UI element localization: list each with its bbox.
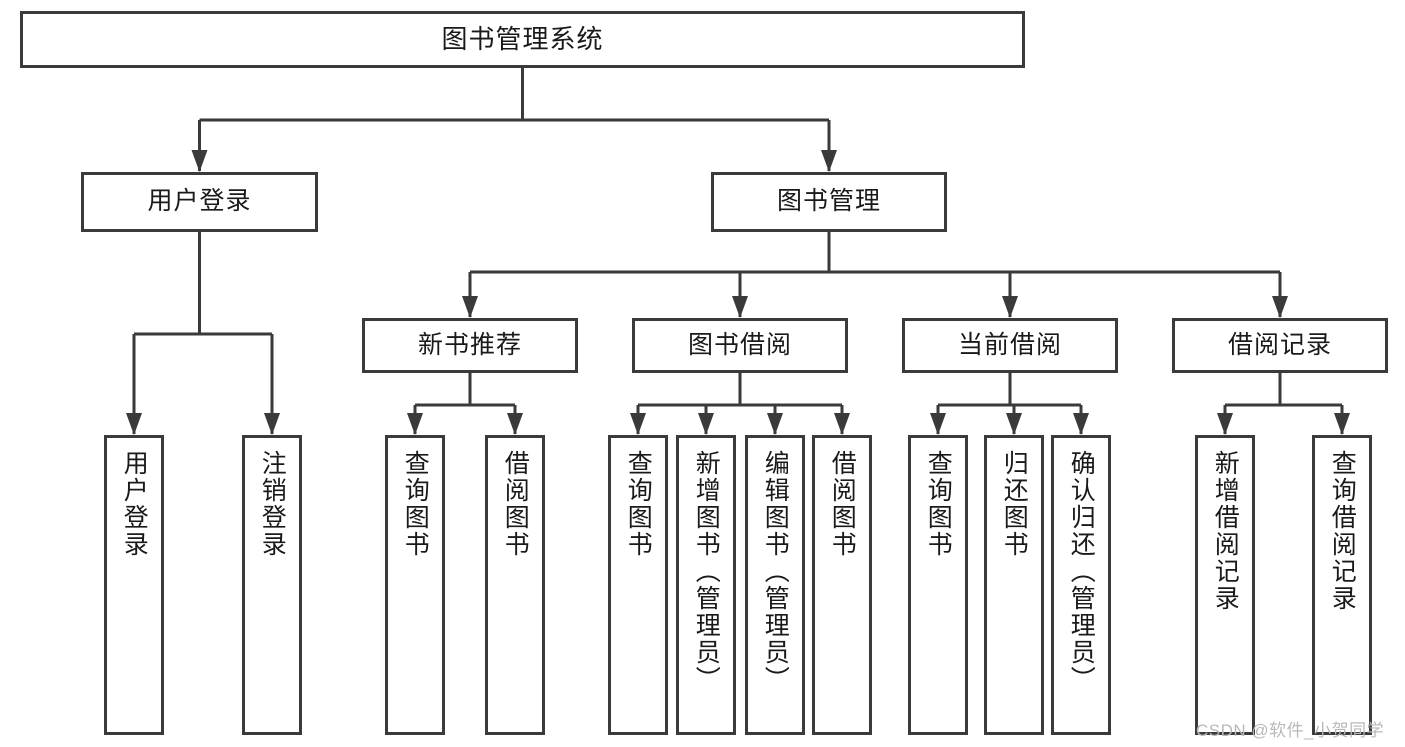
arrowhead-book-borrow [732,296,748,318]
node-leaf-add-record[interactable]: 新增借阅记录 [1195,435,1255,735]
node-leaf-add-book[interactable]: 新增图书（管理员） [676,435,736,735]
node-leaf-return-book[interactable]: 归还图书 [984,435,1044,735]
node-label: 图书管理系统 [441,24,604,55]
arrowhead-leaf-edit-book [767,413,783,435]
watermark-label: CSDN @软件_小贺同学 [1196,721,1385,740]
node-leaf-query-book-2[interactable]: 查询图书 [608,435,668,735]
node-label: 当前借阅 [957,330,1062,359]
arrowhead-leaf-add-record [1217,413,1233,435]
node-new-book-rec[interactable]: 新书推荐 [362,318,578,373]
node-label: 查询图书 [401,450,430,558]
node-label: 归还图书 [1000,450,1029,558]
node-label: 新增图书（管理员） [692,450,721,693]
node-book-borrow[interactable]: 图书借阅 [632,318,848,373]
node-label: 注销登录 [258,450,287,558]
node-label: 借阅图书 [501,450,530,558]
arrowhead-leaf-borrow-book-2 [834,413,850,435]
arrowhead-leaf-confirm-return [1073,413,1089,435]
edge-group [132,68,1344,434]
node-label: 图书借阅 [687,330,792,359]
node-current-borrow[interactable]: 当前借阅 [902,318,1118,373]
node-user-login[interactable]: 用户登录 [81,172,318,232]
arrowhead-new-book-rec [462,296,478,318]
node-label: 用户登录 [147,187,252,216]
node-label: 借阅图书 [828,450,857,558]
node-leaf-logout[interactable]: 注销登录 [242,435,302,735]
arrowhead-leaf-add-book [698,413,714,435]
node-label: 查询图书 [924,450,953,558]
arrowhead-book-manage [821,150,837,172]
arrowhead-user-login [191,150,208,172]
arrowhead-leaf-query-record [1334,413,1350,435]
node-label: 新书推荐 [417,330,522,359]
node-book-manage[interactable]: 图书管理 [711,172,947,232]
node-label: 用户登录 [120,450,149,558]
node-leaf-query-book-3[interactable]: 查询图书 [908,435,968,735]
arrowhead-leaf-user-login [126,413,142,435]
node-leaf-confirm-return[interactable]: 确认归还（管理员） [1051,435,1111,735]
arrowhead-leaf-query-book-3 [930,413,946,435]
node-root[interactable]: 图书管理系统 [20,11,1025,68]
node-label: 借阅记录 [1227,330,1332,359]
arrowhead-leaf-query-book-2 [630,413,646,435]
node-leaf-query-record[interactable]: 查询借阅记录 [1312,435,1372,735]
node-label: 编辑图书（管理员） [761,450,790,693]
node-leaf-borrow-book-2[interactable]: 借阅图书 [812,435,872,735]
arrowhead-borrow-record [1272,296,1288,318]
node-leaf-query-book-1[interactable]: 查询图书 [385,435,445,735]
node-label: 新增借阅记录 [1211,450,1240,612]
node-borrow-record[interactable]: 借阅记录 [1172,318,1388,373]
arrowhead-leaf-query-book-1 [407,413,423,435]
arrowhead-current-borrow [1002,296,1018,318]
node-leaf-borrow-book-1[interactable]: 借阅图书 [485,435,545,735]
arrowhead-leaf-logout [264,413,280,435]
node-label: 查询图书 [624,450,653,558]
node-label: 图书管理 [776,187,881,216]
node-label: 确认归还（管理员） [1067,450,1096,693]
arrowhead-leaf-borrow-book-1 [507,413,523,435]
node-leaf-user-login[interactable]: 用户登录 [104,435,164,735]
node-label: 查询借阅记录 [1328,450,1357,612]
arrowhead-leaf-return-book [1006,413,1022,435]
node-leaf-edit-book[interactable]: 编辑图书（管理员） [745,435,805,735]
